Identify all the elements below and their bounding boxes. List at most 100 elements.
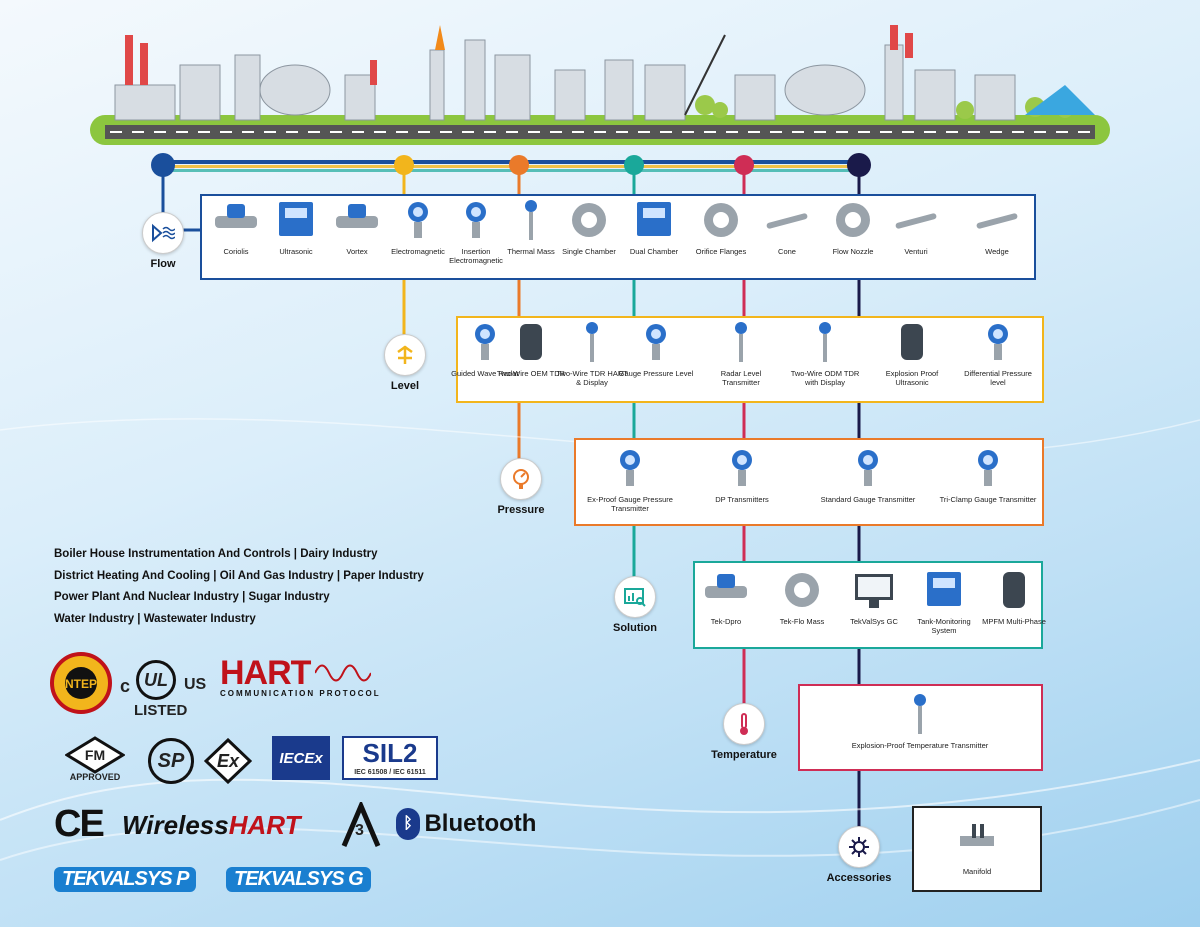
product-label: Explosion-Proof Temperature Transmitter — [851, 741, 989, 750]
flow-product-0: Coriolis — [205, 198, 267, 256]
flow-product-11: Venturi — [885, 198, 947, 256]
pressure-product-2: Standard Gauge Transmitter — [812, 446, 924, 504]
product-image — [922, 818, 1032, 864]
product-label: Venturi — [904, 247, 928, 256]
3a-sanitary-logo: 3 — [338, 802, 384, 848]
category-label: Flow — [150, 258, 176, 270]
tekvalsys-p-logo: TEKVALSYS P — [54, 867, 197, 892]
industries-list: Boiler House Instrumentation And Control… — [54, 544, 424, 630]
flow-product-2: Vortex — [326, 198, 388, 256]
category-pressure: Pressure — [490, 458, 552, 516]
category-label: Level — [390, 380, 420, 392]
product-image — [822, 198, 884, 244]
product-image — [265, 198, 327, 244]
flow-product-6: Single Chamber — [558, 198, 620, 256]
product-image — [839, 568, 909, 614]
product-image — [966, 198, 1028, 244]
flow-product-8: Orifice Flanges — [690, 198, 752, 256]
industry-line: District Heating And Cooling | Oil And G… — [54, 569, 424, 582]
flow-product-10: Flow Nozzle — [822, 198, 884, 256]
product-image — [959, 320, 1037, 366]
thermometer-icon — [723, 703, 765, 745]
industry-line: Boiler House Instrumentation And Control… — [54, 548, 378, 560]
fm-approved-logo: FM APPROVED — [56, 736, 134, 782]
product-image — [500, 198, 562, 244]
svg-text:NTEP: NTEP — [65, 677, 97, 691]
flow-product-5: Thermal Mass — [500, 198, 562, 256]
accessories-panel — [912, 806, 1042, 892]
industrial-skyline-illustration — [90, 25, 1110, 145]
solution-product-4: MPFM Multi-Phase — [979, 568, 1049, 626]
pressure-product-0: Ex-Proof Gauge Pressure Transmitter — [574, 446, 686, 513]
category-label: Accessories — [826, 872, 892, 884]
analytics-icon — [614, 576, 656, 618]
product-image — [691, 568, 761, 614]
product-label: Coriolis — [223, 247, 249, 256]
product-label: MPFM Multi-Phase — [982, 617, 1046, 626]
product-image — [492, 320, 570, 366]
flow-icon — [142, 212, 184, 254]
product-label: Cone — [778, 247, 796, 256]
product-label: Two-Wire OEM TDR — [496, 369, 566, 378]
product-label: Single Chamber — [562, 247, 616, 256]
level-product-1: Two-Wire OEM TDR — [492, 320, 570, 378]
flow-product-4: Insertion Electromagnetic — [445, 198, 507, 265]
product-image — [686, 446, 798, 492]
flow-product-3: Electromagnetic — [387, 198, 449, 256]
product-label: Tri-Clamp Gauge Transmitter — [939, 495, 1037, 504]
solution-product-3: Tank-Monitoring System — [909, 568, 979, 635]
temperature-product-0: Explosion-Proof Temperature Transmitter — [830, 692, 1010, 750]
flow-product-7: Dual Chamber — [623, 198, 685, 256]
product-image — [873, 320, 951, 366]
product-image — [979, 568, 1049, 614]
product-label: Manifold — [962, 867, 992, 876]
category-label: Solution — [613, 622, 657, 634]
product-label: Gauge Pressure Level — [618, 369, 694, 378]
product-label: Thermal Mass — [507, 247, 555, 256]
product-image — [326, 198, 388, 244]
category-accessories: Accessories — [818, 826, 900, 884]
product-image — [574, 446, 686, 492]
product-label: Ex-Proof Gauge Pressure Transmitter — [587, 495, 673, 513]
product-image — [830, 692, 1010, 738]
level-icon — [384, 334, 426, 376]
industry-line: Water Industry | Wastewater Industry — [54, 612, 256, 625]
product-label: Ultrasonic — [279, 247, 313, 256]
product-label: Explosion Proof Ultrasonic — [885, 369, 939, 387]
level-product-6: Explosion Proof Ultrasonic — [873, 320, 951, 387]
accessory-product-0: Manifold — [922, 818, 1032, 876]
category-temperature: Temperature — [704, 703, 784, 761]
category-label: Pressure — [497, 504, 545, 516]
product-image — [767, 568, 837, 614]
pressure-panel — [574, 438, 1044, 526]
product-image — [909, 568, 979, 614]
product-image — [387, 198, 449, 244]
level-product-0: Guided Wave Radar — [446, 320, 524, 378]
category-label: Temperature — [711, 749, 777, 761]
product-image — [558, 198, 620, 244]
sil2-logo: SIL2 IEC 61508 / IEC 61511 — [342, 736, 438, 780]
level-product-3: Gauge Pressure Level — [617, 320, 695, 378]
product-label: Dual Chamber — [629, 247, 679, 256]
level-product-4: Radar Level Transmitter — [702, 320, 780, 387]
csa-logo: SP — [148, 738, 194, 784]
product-image — [786, 320, 864, 366]
product-image — [690, 198, 752, 244]
product-image — [885, 198, 947, 244]
flow-product-1: Ultrasonic — [265, 198, 327, 256]
product-image — [553, 320, 631, 366]
product-image — [205, 198, 267, 244]
pressure-product-3: Tri-Clamp Gauge Transmitter — [932, 446, 1044, 504]
product-label: Two-Wire TDR HART & Display — [556, 369, 628, 387]
pressure-product-1: DP Transmitters — [686, 446, 798, 504]
product-label: Electromagnetic — [391, 247, 445, 256]
bluetooth-icon: ᛒ — [396, 808, 420, 840]
product-label: Flow Nozzle — [832, 247, 874, 256]
industry-line: Power Plant And Nuclear Industry | Sugar… — [54, 591, 330, 603]
atex-ex-logo: Ex — [204, 738, 252, 784]
gear-icon — [838, 826, 880, 868]
iecex-logo: IECEx — [272, 736, 330, 780]
product-label: Wedge — [985, 247, 1009, 256]
bluetooth-logo: ᛒ Bluetooth — [396, 808, 536, 840]
pressure-gauge-icon — [500, 458, 542, 500]
